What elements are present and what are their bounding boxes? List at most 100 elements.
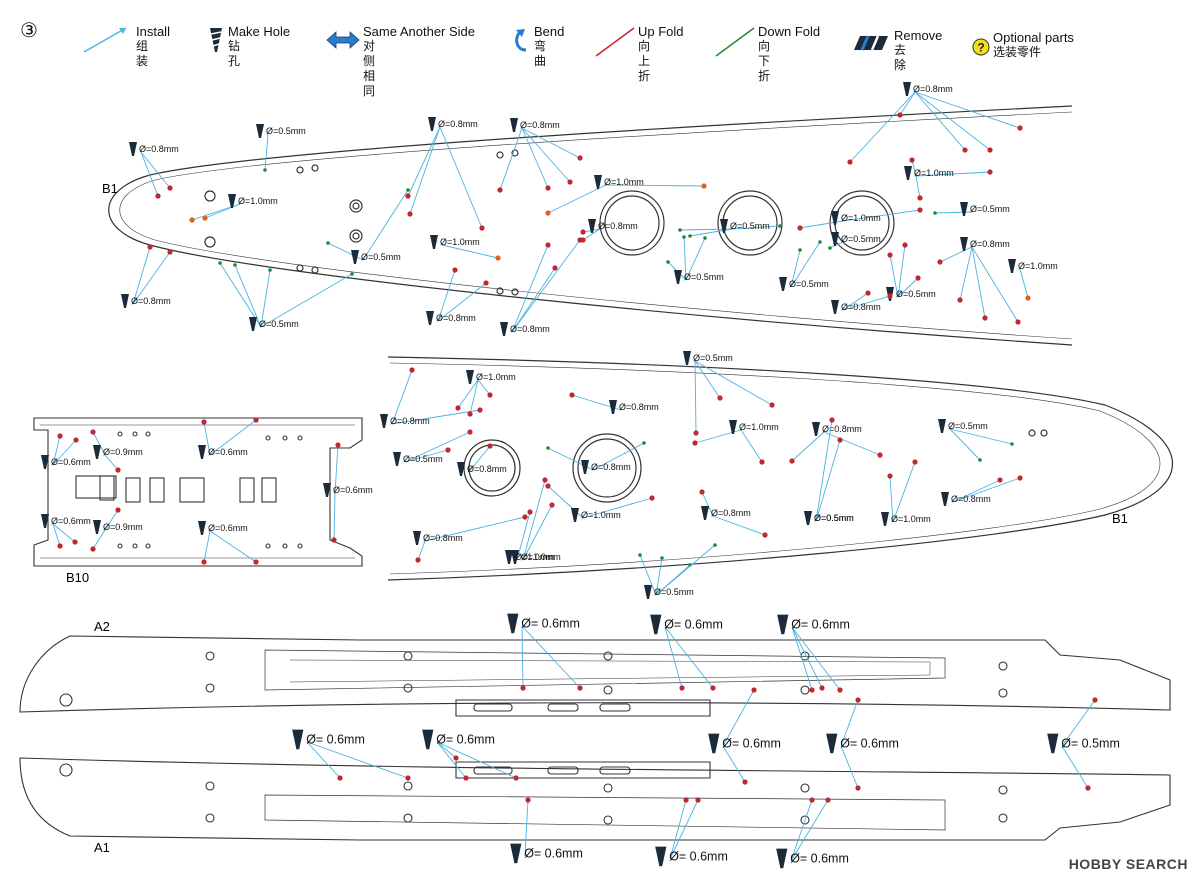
leader-line [132,251,171,305]
leader-line [897,244,906,298]
hole-mark [263,168,267,172]
drill-callout: Ø= 0.6mm [826,697,899,791]
drill-callout: Ø=1.0mm [692,420,779,465]
leader-line [582,497,653,519]
hole-size-label: Ø= 0.6mm [436,733,495,747]
hole-mark [155,193,161,199]
curved-arrow-icon [515,29,527,52]
leader-line [897,277,919,298]
drill-icon [650,614,662,635]
leader-line [701,491,714,517]
drill-callout: Ø=0.6mm [41,514,91,549]
hole-size-label: Ø=0.8mm [970,239,1010,249]
legend: Install 组装 Make Hole 钻孔 Same Another Sid… [0,0,1200,98]
drill-callout: Ø=0.8mm [497,118,583,193]
leader-line [234,264,262,328]
hole-size-label: Ø=0.8mm [436,313,476,323]
hole-mark [837,687,843,693]
drill-callout: Ø= 0.6mm [292,729,411,781]
hole-size-label: Ø=1.0mm [440,237,480,247]
drill-callout: Ø=0.5mm [638,543,717,599]
drill-icon [904,166,912,180]
leader-line [685,237,706,281]
leader-line [264,133,269,171]
hole-mark [713,543,717,547]
hole-mark [710,685,716,691]
hole-mark [962,147,968,153]
hole-mark [642,441,646,445]
drill-icon [938,419,946,433]
hole-mark [253,559,259,565]
hole-mark [545,210,551,216]
drill-icon [683,351,691,365]
drill-callout: Ø=0.9mm [90,507,143,552]
drill-icon [93,445,101,459]
hole-size-label: Ø= 0.6mm [521,617,580,631]
leader-line [219,262,262,328]
leader-line [889,254,899,298]
leader-line [952,477,1021,503]
drill-icon [507,613,519,634]
hole-mark [855,785,861,791]
hole-size-label: Ø=0.8mm [520,120,560,130]
drill-callout: Ø=0.8mm [699,489,768,538]
leader-line [840,745,859,789]
hole-mark [1017,475,1023,481]
leader-line [664,626,714,689]
hole-size-label: Ø=1.0mm [521,552,561,562]
leader-line [823,431,881,456]
drill-callout: Ø= 0.6mm [422,729,519,781]
leader-line [209,419,257,456]
hole-size-label: Ø=0.9mm [103,522,143,532]
leader-line [849,91,916,163]
leader-line [92,529,106,550]
hole-mark [666,260,670,264]
hole-mark [520,685,526,691]
hole-mark [819,685,825,691]
hole-mark [406,188,410,192]
leader-line [334,444,339,494]
drill-icon [413,531,421,545]
drill-icon [609,400,617,414]
legend-remove-cn: 去除 [894,43,907,72]
hole-mark [742,779,748,785]
hole-mark [445,447,451,453]
drill-icon [831,232,839,246]
hole-mark [829,417,835,423]
hole-size-label: Ø=0.5mm [361,252,401,262]
hole-mark [978,458,982,462]
hole-size-label: Ø=1.0mm [581,510,621,520]
leader-line [516,511,531,561]
drill-callout: Ø=0.8mm [405,117,485,231]
leader-line [914,91,991,151]
hole-mark [933,211,937,215]
leader-line [132,246,151,305]
hole-size-label: Ø=0.8mm [423,533,463,543]
hole-mark [847,159,853,165]
leader-line [52,523,76,543]
leader-line [731,225,781,230]
legend-make-hole-en: Make Hole [228,24,291,39]
legend-up-fold-cn: 向上折 [638,39,651,83]
drill-icon [701,506,709,520]
drill-icon [903,82,911,96]
drill-icon [93,520,101,534]
leader-line [842,295,891,311]
hole-mark [268,268,272,272]
leader-line [655,544,716,596]
hole-mark [415,557,421,563]
hole-size-label: Ø=0.5mm [259,319,299,329]
drill-icon [510,843,522,864]
leader-line [639,554,657,596]
drill-callout: Ø=1.0mm [545,175,707,216]
drill-callout: Ø=1.0mm [430,235,501,261]
hole-mark [638,553,642,557]
hole-size-label: Ø=0.8mm [438,119,478,129]
drill-callout: Ø=0.8mm [847,82,1023,165]
leader-line [842,209,921,222]
hole-mark [809,797,815,803]
leader-line [524,799,529,857]
drill-icon [588,219,596,233]
drill-icon [428,117,436,131]
hole-mark [527,509,533,515]
